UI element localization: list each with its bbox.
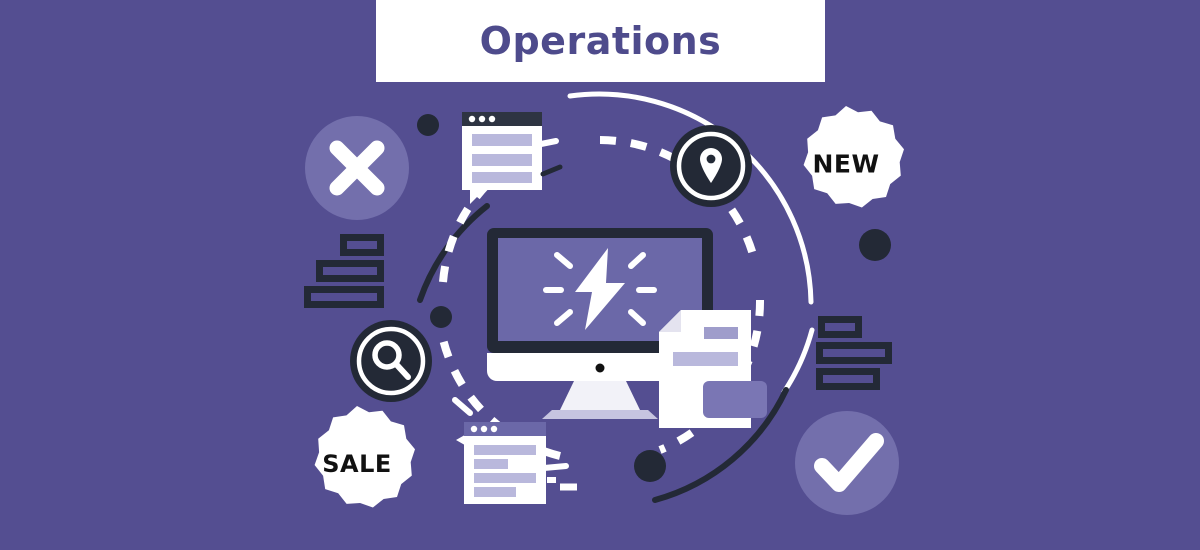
search-icon[interactable] [350,320,432,402]
window-dot [470,425,478,433]
window-dot [490,425,498,433]
document-block [703,381,767,418]
stray-dashes [547,477,577,491]
title-banner: Operations [376,0,825,82]
document-bar [673,352,738,366]
bar-stack-left [304,234,384,308]
document-card[interactable] [659,310,767,428]
window-dot [488,115,496,123]
window-dot [468,115,476,123]
window-dot [478,115,486,123]
new-badge-label: NEW [812,149,880,179]
new-badge[interactable] [803,106,904,208]
browser-window-bottom[interactable] [456,422,546,504]
sale-badge-label: SALE [322,450,392,478]
window-bar [474,487,516,497]
close-x-icon[interactable] [305,116,409,220]
window-bar [472,154,532,166]
desktop-monitor[interactable] [487,228,713,419]
window-dot [480,425,488,433]
browser-window-top[interactable] [462,112,542,204]
window-bar [472,134,532,146]
location-pin-icon[interactable] [670,125,752,207]
document-bar [704,327,738,339]
page-title: Operations [479,19,722,63]
power-indicator [595,363,605,373]
decor-dot-3 [859,229,891,261]
decor-dot-2 [430,306,452,328]
window-bar [474,459,508,469]
window-connector-top [538,138,563,177]
lightning-bolt-icon [543,248,657,330]
decor-dot-4 [634,450,666,482]
window-connector-bottom [452,397,569,471]
check-icon[interactable] [795,411,899,515]
window-bar [474,473,536,483]
bar-stack-right [816,316,892,390]
window-bar [474,445,536,455]
sale-badge[interactable] [314,406,415,508]
window-bar [472,172,532,183]
decor-dot-1 [417,114,439,136]
